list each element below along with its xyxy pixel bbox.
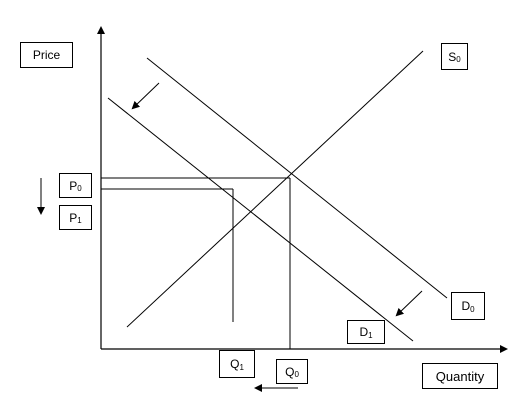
d1-label-main: D — [359, 325, 369, 339]
p0-label-sub: 0 — [77, 184, 82, 193]
quantity-label-text: Quantity — [435, 368, 485, 384]
supply-curve-s0 — [126, 50, 424, 328]
s0-label-sub: 0 — [456, 55, 461, 64]
p0-label-main: P — [69, 178, 78, 193]
p1-label-sub: 1 — [77, 216, 82, 225]
q0-label-main: Q — [285, 364, 295, 379]
price-axis-label: Price — [20, 42, 73, 68]
q1-label-sub: 1 — [239, 362, 244, 372]
demand-curve-d0 — [146, 57, 448, 299]
q1-label-main: Q — [230, 357, 240, 371]
price-label-text: Price — [32, 48, 61, 62]
d0-label-sub: 0 — [470, 304, 475, 314]
d0-label-main: D — [461, 299, 471, 313]
demand-shift-arrow-upper — [131, 82, 160, 110]
s0-label-main: S — [448, 49, 457, 64]
demand-shift-arrow-lower — [395, 290, 423, 317]
d1-label-sub: 1 — [368, 330, 373, 340]
p1-label-main: P — [69, 210, 78, 225]
quantity-axis-label: Quantity — [422, 363, 498, 389]
q0-label-sub: 0 — [294, 370, 299, 379]
demand-curve-d1 — [107, 97, 414, 342]
